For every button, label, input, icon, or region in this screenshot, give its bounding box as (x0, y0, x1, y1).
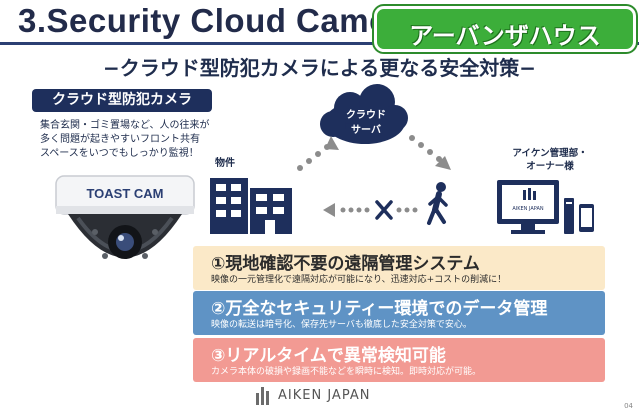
dome-camera-image: TOAST CAM (55, 175, 195, 259)
camera-description: 集合玄関・ゴミ置場など、人の往来が 多く問題が起きやすいフロント共有 スペースを… (40, 119, 220, 161)
camera-ir-led (152, 229, 158, 235)
camera-ir-led (92, 229, 98, 235)
arrow-cloud-to-manager (409, 135, 451, 170)
property-label: 物件 (215, 156, 235, 169)
footer-brand: AIKEN JAPAN (278, 388, 371, 403)
building-icon (210, 178, 292, 234)
feature-remote-management: ①現地確認不要の遠隔管理システム 映像の一元管理化で遠隔対応が可能になり、迅速対… (193, 246, 605, 290)
camera-housing-rim (56, 206, 194, 214)
network-diagram: クラウド サーバ 物件 (210, 84, 594, 234)
manager-label: オーナー様 (526, 160, 574, 172)
camera-logo: TOAST CAM (86, 186, 163, 201)
brand-badge-text: アーバンザハウス (409, 22, 601, 50)
camera-lens-glass (116, 233, 134, 251)
cloud-label: サーバ (351, 124, 381, 136)
feature-description: 映像の一元管理化で遠隔対応が可能になり、迅速対応+コストの削減に！ (211, 275, 507, 285)
feature-title: ②万全なセキュリティー環境でのデータ管理 (211, 299, 548, 319)
smartphone-icon (579, 204, 594, 232)
cloud-icon (320, 84, 408, 144)
camera-tag: クラウド型防犯カメラ (32, 89, 212, 112)
arrow-manager-to-property (323, 203, 418, 217)
page-subtitle: −クラウド型防犯カメラによる更なる安全対策− (103, 56, 536, 80)
footer: AIKEN JAPAN 04 (0, 382, 639, 414)
title-rule (0, 42, 639, 45)
camera-lens-glint (118, 235, 124, 241)
camera-ir-led (142, 253, 148, 259)
feature-security-data: ②万全なセキュリティー環境でのデータ管理 映像の転送は暗号化、保存先サーバも徹底… (193, 291, 605, 335)
computer-icon: AIKEN JAPAN (497, 180, 574, 234)
brand-badge: アーバンザハウス (374, 6, 636, 52)
page-title: 3.Security Cloud Camera (18, 2, 421, 39)
feature-title: ③リアルタイムで異常検知可能 (211, 346, 446, 366)
camera-description-line: スペースをいつでもしっかり監視！ (40, 148, 199, 159)
walking-person-icon (427, 182, 448, 225)
arrow-property-to-cloud (297, 136, 339, 171)
cloud-label: クラウド (346, 109, 386, 121)
feature-realtime-detection: ③リアルタイムで異常検知可能 カメラ本体の破損や録画不能などを瞬時に検知。即時対… (193, 338, 605, 382)
monitor-text: AIKEN JAPAN (512, 206, 544, 212)
feature-title: ①現地確認不要の遠隔管理システム (211, 254, 480, 274)
feature-description: 映像の転送は暗号化、保存先サーバも徹底した安全対策で安心。 (211, 320, 472, 330)
page-number: 04 (624, 402, 633, 410)
manager-label: アイケン管理部・ (512, 147, 587, 159)
feature-description: カメラ本体の破損や録画不能などを瞬時に検知。即時対応が可能。 (211, 367, 482, 377)
aiken-logo-icon (256, 387, 272, 405)
camera-description-line: 集合玄関・ゴミ置場など、人の往来が (40, 120, 210, 131)
camera-description-line: 多く問題が起きやすいフロント共有 (40, 134, 200, 145)
cross-icon (375, 200, 393, 220)
camera-ir-led (102, 253, 108, 259)
